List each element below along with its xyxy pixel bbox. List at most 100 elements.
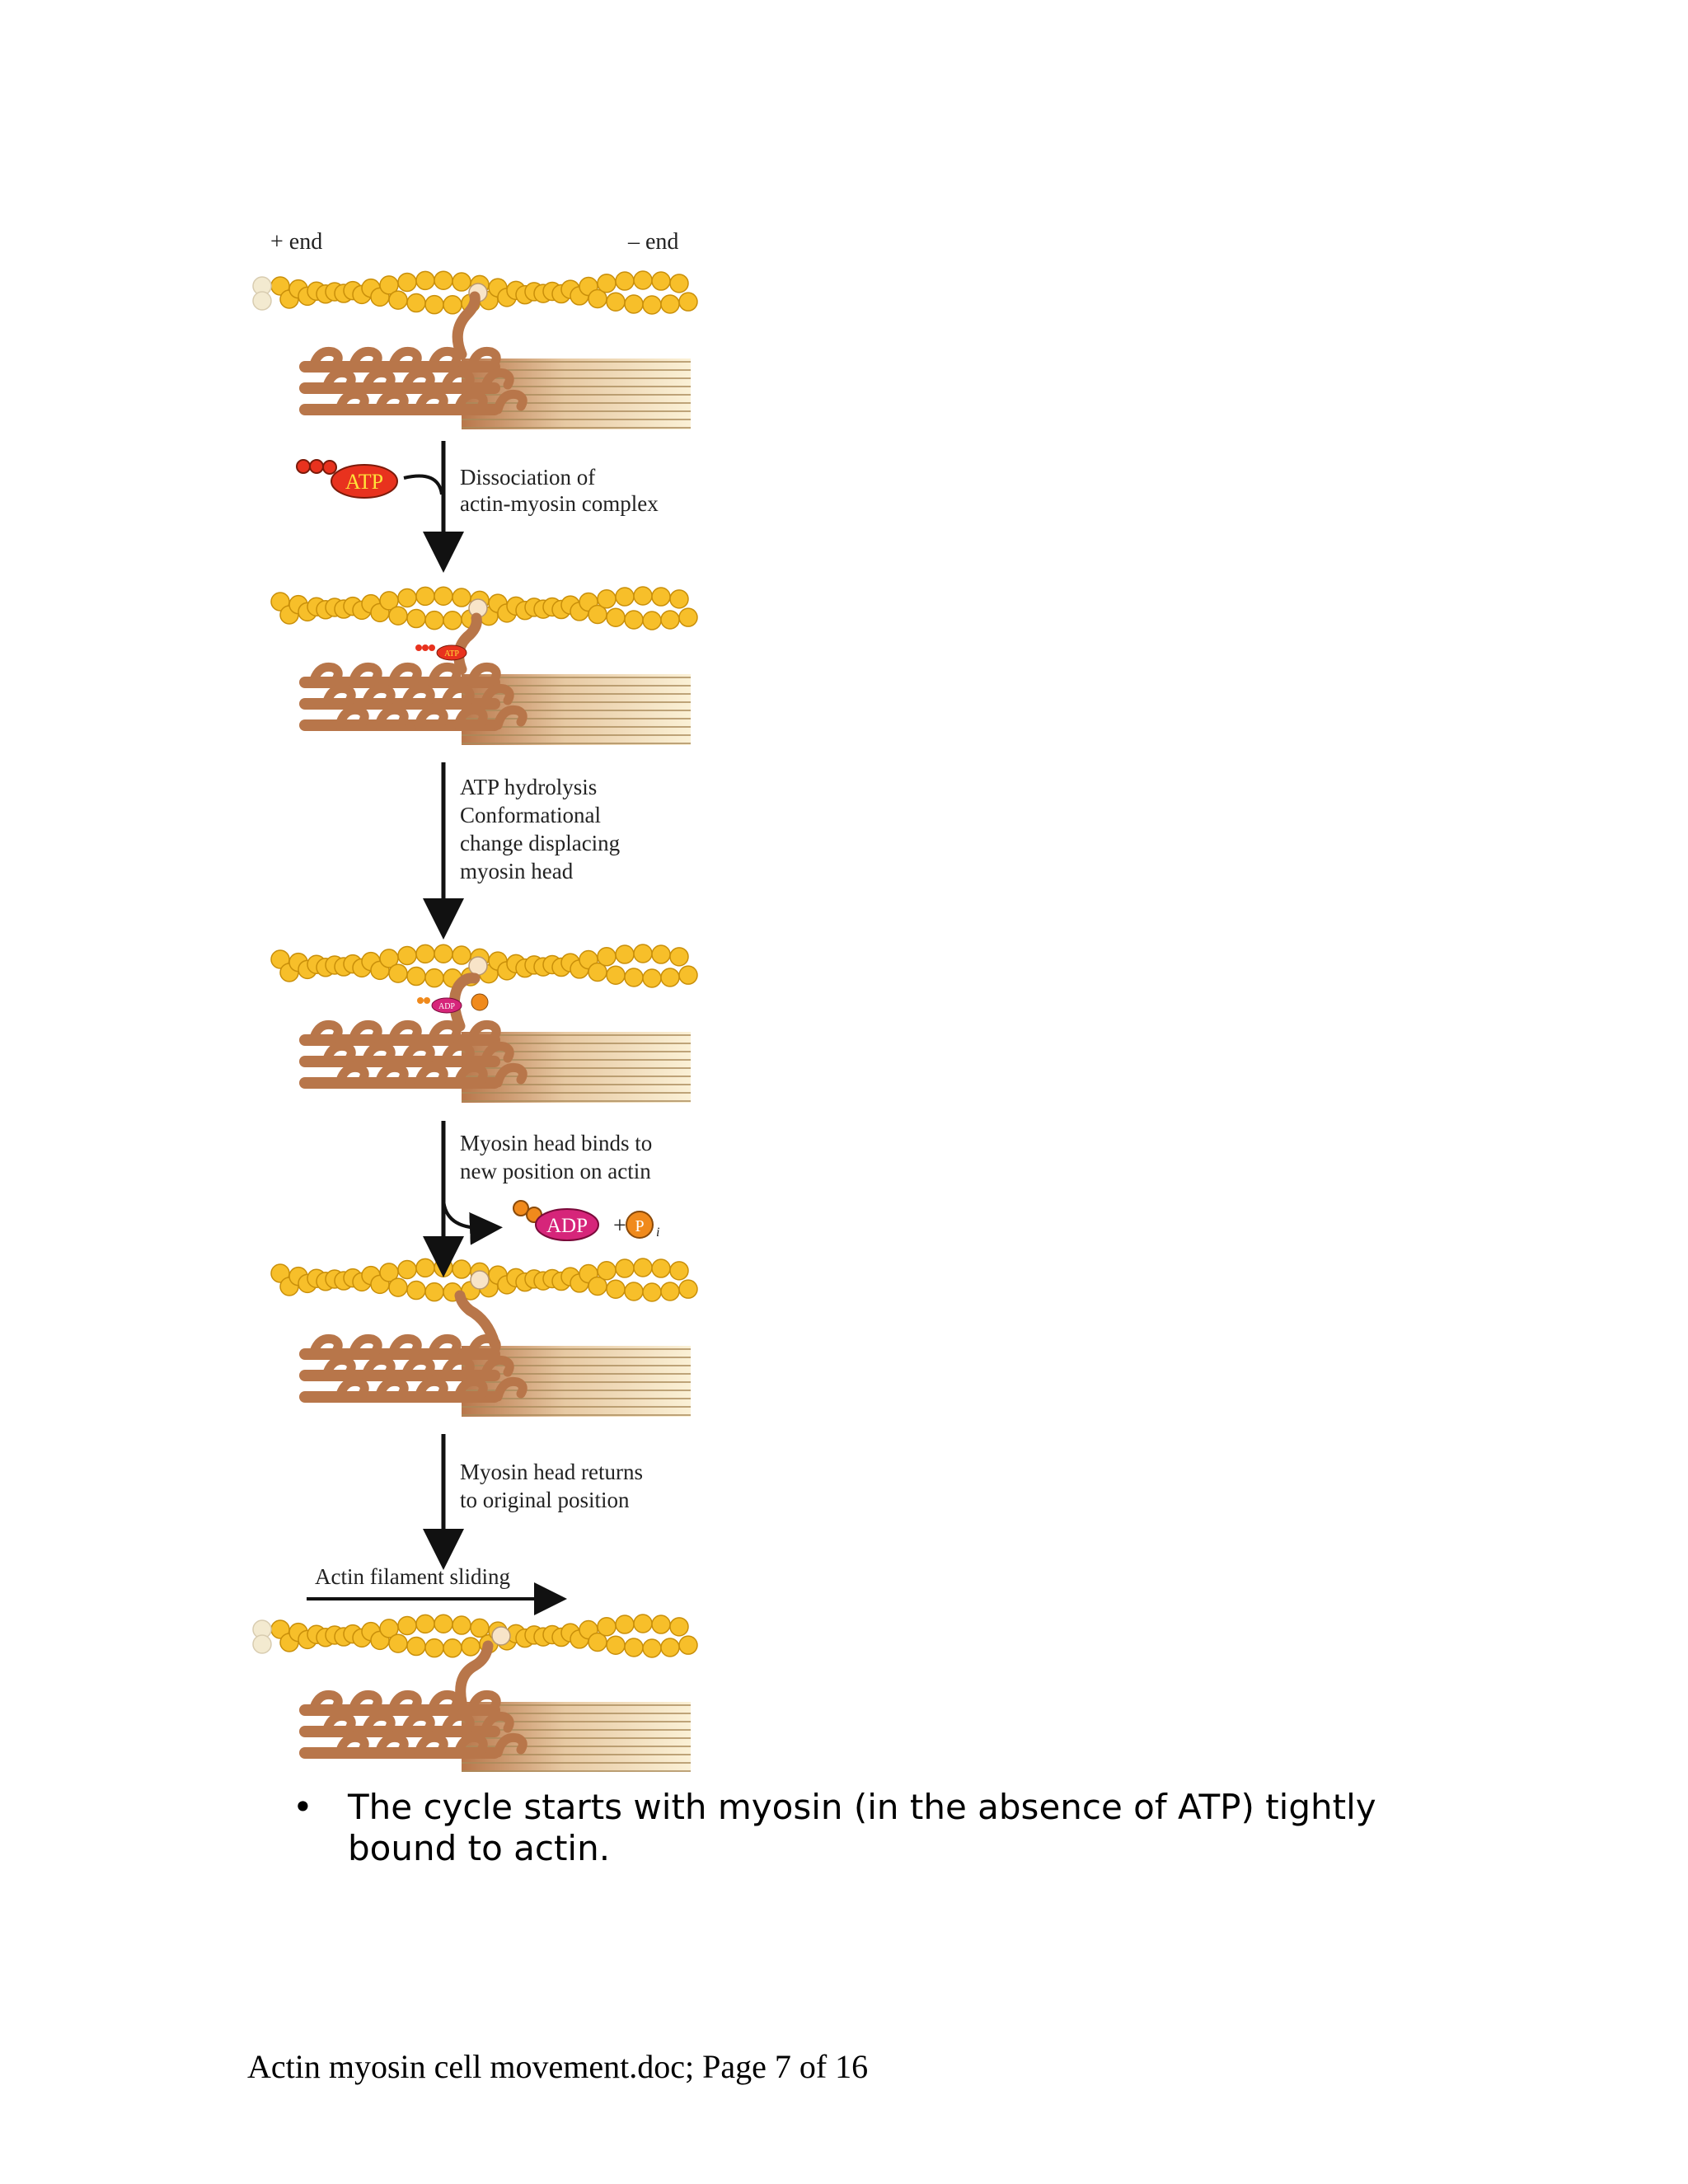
actin-bead bbox=[679, 1636, 697, 1654]
actin-bead bbox=[462, 1638, 480, 1656]
actin-filament bbox=[271, 587, 697, 630]
actin-filament bbox=[253, 1615, 697, 1657]
sliding-label: Actin filament sliding bbox=[315, 1564, 510, 1589]
myosin-filament bbox=[305, 1024, 691, 1103]
step-3-label: Myosin head binds to new position on acti… bbox=[460, 1131, 652, 1183]
actin-bead bbox=[434, 944, 452, 963]
actin-bead bbox=[634, 1615, 652, 1633]
step2-line: change displacing bbox=[460, 831, 620, 855]
actin-bead bbox=[625, 1638, 643, 1657]
binding-site-bead bbox=[492, 1627, 510, 1645]
actin-bead bbox=[661, 611, 679, 629]
phosphate-label: P bbox=[635, 1217, 644, 1235]
actin-bead bbox=[425, 296, 443, 314]
actin-bead bbox=[443, 296, 462, 314]
binding-site-bead bbox=[471, 1271, 489, 1289]
actin-bead bbox=[452, 946, 471, 964]
actin-bead bbox=[661, 295, 679, 313]
actin-bead bbox=[434, 271, 452, 289]
myosin-filament bbox=[305, 1694, 691, 1772]
actin-bead bbox=[607, 966, 625, 984]
active-myosin-head bbox=[460, 1296, 495, 1343]
plus-sign: + bbox=[613, 1213, 626, 1239]
step2-line: Conformational bbox=[460, 803, 601, 827]
actin-bead bbox=[434, 1615, 452, 1633]
actin-bead bbox=[679, 966, 697, 984]
phosphate-dot bbox=[422, 644, 429, 651]
actin-bead bbox=[607, 608, 625, 626]
atp-badge-label: ATP bbox=[345, 470, 383, 494]
actin-bead bbox=[625, 295, 643, 313]
phosphate-dot bbox=[429, 644, 435, 651]
actin-bead bbox=[389, 964, 407, 982]
actin-bead bbox=[407, 610, 425, 628]
bullet-symbol: • bbox=[293, 1787, 313, 1828]
adp-phosphate-release-icon: ADP + P i bbox=[513, 1201, 659, 1240]
actin-bead bbox=[616, 1615, 634, 1633]
actin-bead bbox=[616, 1259, 634, 1277]
actin-bead bbox=[679, 1280, 697, 1298]
actin-bead bbox=[652, 1615, 670, 1633]
actin-bead bbox=[679, 293, 697, 311]
actin-bead bbox=[389, 291, 407, 309]
actin-bead bbox=[598, 948, 616, 966]
actin-bead bbox=[670, 1618, 688, 1636]
actin-bead bbox=[625, 611, 643, 629]
actin-bead bbox=[425, 1283, 443, 1301]
actin-bead bbox=[634, 1258, 652, 1277]
actin-bead bbox=[643, 1283, 661, 1301]
actin-bead bbox=[389, 1634, 407, 1652]
actin-bead bbox=[416, 1615, 434, 1633]
binding-site-bead bbox=[469, 957, 487, 975]
actin-bead bbox=[443, 1639, 462, 1657]
actin-bead bbox=[389, 1278, 407, 1296]
actin-bead bbox=[643, 969, 661, 987]
actin-bead bbox=[598, 1618, 616, 1636]
actin-bead bbox=[661, 1282, 679, 1301]
actin-bead bbox=[407, 968, 425, 986]
step2-line: ATP hydrolysis bbox=[460, 775, 597, 799]
actin-bead bbox=[434, 587, 452, 605]
actin-bead bbox=[670, 948, 688, 966]
bound-phosphate bbox=[471, 994, 488, 1010]
bound-atp-label: ATP bbox=[444, 649, 459, 658]
step3-line: Myosin head binds to bbox=[460, 1131, 652, 1155]
actin-bead bbox=[425, 969, 443, 987]
actin-bead bbox=[452, 273, 471, 291]
actin-bead bbox=[416, 944, 434, 963]
phosphate-subscript: i bbox=[656, 1226, 659, 1240]
actin-bead bbox=[425, 612, 443, 630]
actin-myosin-row-1 bbox=[253, 271, 697, 429]
bound-adp-label: ADP bbox=[438, 1002, 455, 1011]
actin-bead-faded bbox=[253, 1635, 271, 1653]
atp-molecule-icon: ATP bbox=[297, 460, 397, 498]
actin-bead bbox=[670, 274, 688, 293]
actin-bead-faded bbox=[253, 292, 271, 310]
actin-bead bbox=[616, 945, 634, 963]
actin-bead bbox=[598, 274, 616, 293]
actin-bead bbox=[679, 608, 697, 626]
step3-line: new position on actin bbox=[460, 1159, 651, 1183]
actin-myosin-row-2: ATP bbox=[271, 587, 697, 745]
actin-bead bbox=[452, 1260, 471, 1278]
actin-bead bbox=[398, 273, 416, 291]
step2-line: myosin head bbox=[460, 859, 574, 883]
actin-bead bbox=[652, 1259, 670, 1277]
actin-bead bbox=[471, 1619, 489, 1637]
actin-bead bbox=[407, 294, 425, 312]
actin-bead bbox=[652, 588, 670, 606]
actin-bead bbox=[670, 1262, 688, 1280]
actin-bead bbox=[425, 1639, 443, 1657]
myosin-filament bbox=[305, 667, 691, 745]
actin-filament bbox=[271, 944, 697, 987]
actin-bead bbox=[634, 587, 652, 605]
bound-atp-icon: ATP bbox=[415, 644, 467, 660]
actin-bead bbox=[398, 1260, 416, 1278]
actin-bead bbox=[643, 612, 661, 630]
bullet-text: The cycle starts with myosin (in the abs… bbox=[348, 1787, 1403, 1869]
actin-bead bbox=[607, 1636, 625, 1654]
actin-bead bbox=[625, 1282, 643, 1301]
myosin-filament bbox=[305, 1338, 691, 1417]
